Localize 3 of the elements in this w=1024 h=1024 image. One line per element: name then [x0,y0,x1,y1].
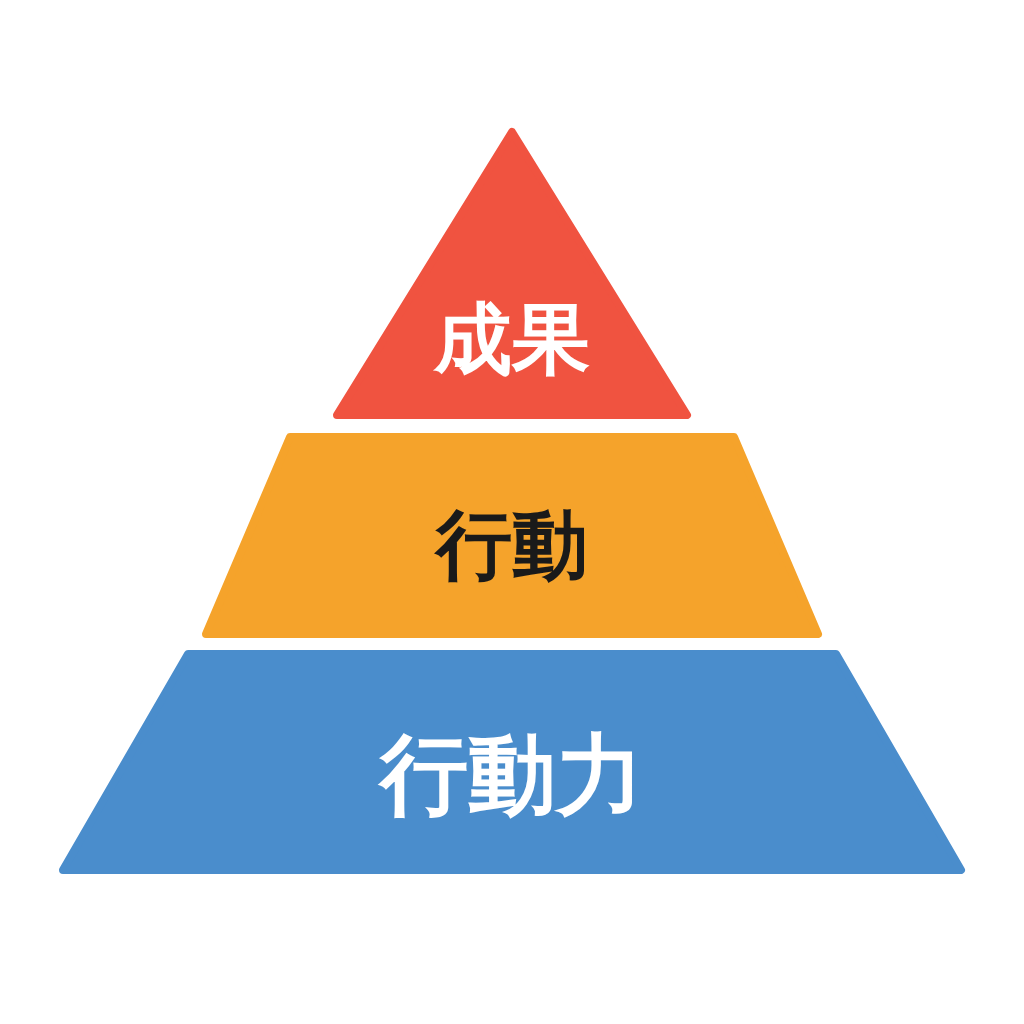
layer-label: 行動力 [380,722,644,828]
layer-label: 行動 [436,499,588,591]
layer-label: 成果 [434,293,590,386]
